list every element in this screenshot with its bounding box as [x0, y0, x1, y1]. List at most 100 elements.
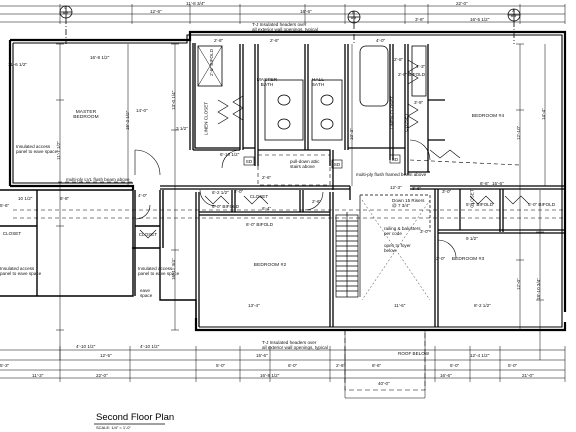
dim-bifold-5: 5'-0" BIFOLD	[466, 202, 494, 207]
dim-bot-i: 5'-0"	[450, 363, 460, 368]
drawing-title: Second Floor Plan	[96, 412, 175, 423]
dim-d5: 6'-8"	[60, 196, 70, 201]
dim-top-g: 16'-5 1/2"	[470, 17, 490, 22]
dim-bot-overall-r: 16'-6"	[440, 373, 452, 378]
dim-bot-f: 8'-6"	[372, 363, 382, 368]
note-attic-access-2: Insulated access panel to eave space	[0, 266, 42, 276]
dim-bot-b: 4'-10 1/2"	[140, 344, 160, 349]
room-closet-right: CLOSET	[403, 113, 409, 132]
room-closet-mid: CLOSET	[249, 194, 269, 199]
dim-bot-h: 6'-0"	[288, 363, 298, 368]
note-eave-space: eave space	[140, 288, 153, 298]
dim-bot-k: 2'-6"	[336, 363, 346, 368]
note-pulldown: pull-down attic stairs above	[290, 159, 320, 169]
room-linen-closet-1: LINEN CLOSET	[203, 101, 209, 136]
dim-bifold-4: 6'-0" BIFOLD	[246, 222, 274, 227]
interior-walls	[160, 40, 565, 327]
dim-v3: 13'-0 1/4"	[171, 90, 176, 110]
dim-v7: 12'-0"	[516, 278, 521, 290]
dim-top-b: 12'-6"	[150, 9, 162, 14]
dim-d9: 2'-0"	[234, 189, 244, 194]
dim-top-e: 4'-0"	[376, 38, 386, 43]
dim-bot-overall-m: 16'-8 1/2"	[260, 373, 280, 378]
dim-d11: 2'-6"	[312, 199, 322, 204]
roof-below-outline	[344, 330, 426, 391]
dim-d14: 3'-0"	[420, 229, 430, 234]
dim-d1: 3 1/2"	[176, 126, 188, 131]
dim-d21: 9 1/2"	[466, 236, 478, 241]
dim-d23: 4'-3"	[416, 64, 426, 69]
note-attic-access-1: Insulated access panel to eave space	[16, 144, 58, 154]
note-sd-1: SD	[245, 159, 253, 164]
dim-bot-j: 5'-0"	[508, 363, 518, 368]
dim-d4: 14'-0"	[136, 108, 148, 113]
note-sd-2: SD	[333, 162, 341, 167]
dim-d22: 6'-4"	[262, 206, 272, 211]
section-marker-c: C A-3	[62, 6, 69, 15]
dim-d12: 12'-3"	[390, 185, 402, 190]
dim-d3: 5'-6"	[0, 203, 10, 208]
dimension-lines	[0, 4, 566, 399]
dim-bot-c: 15'-6"	[256, 353, 268, 358]
bifold-doors	[139, 59, 530, 239]
dim-bifold-1: 2'-6" BIFOLD	[209, 48, 215, 77]
note-sd-3: SD	[391, 157, 399, 162]
room-master-bath: MASTER BATH	[256, 78, 278, 88]
section-marker-circles	[59, 5, 521, 44]
dim-bot-g: 5'-0"	[216, 363, 226, 368]
dim-bot-overall-l: 22'-0"	[96, 373, 108, 378]
dim-v9: 18'-10 3/4"	[536, 278, 541, 300]
dim-bot-d: 12'-5"	[100, 353, 112, 358]
section-marker-b: B A-3	[350, 11, 357, 20]
dim-v2: 11'-7 1/2"	[56, 140, 61, 160]
dim-d20: 15'-6"	[492, 181, 504, 186]
smoke-detectors	[243, 154, 401, 169]
dim-bot-mid: 40'-0"	[378, 381, 390, 386]
room-master-bedroom: MASTER BEDROOM	[73, 110, 99, 120]
stair	[335, 194, 431, 301]
dim-top-d: 2'-6"	[270, 38, 280, 43]
dim-v1: 15'-2 1/2"	[125, 110, 130, 130]
dim-bifold-3: 6'-0" BIFOLD	[212, 204, 240, 209]
room-linen-closet-2: LINEN CLOSET	[389, 95, 395, 130]
dim-d18: 13'-4"	[248, 303, 260, 308]
dim-top-mid: 16'-8 1/2"	[90, 55, 110, 60]
dim-d15: 3'-0"	[442, 189, 452, 194]
note-headers-top: T-J Insulated headers over all exterior …	[252, 22, 318, 32]
room-bedroom-4: BEDROOM #4	[471, 114, 505, 119]
note-roof-below: ROOF BELOW	[398, 351, 430, 356]
dim-v8: 14'-4"	[541, 108, 546, 120]
dim-d8: 2'-6"	[262, 175, 272, 180]
dim-bifold-6: 5'-0" BIFOLD	[528, 202, 556, 207]
dim-d24: 3'-9"	[414, 100, 424, 105]
dim-top-f: 3'-6"	[415, 17, 425, 22]
room-bedroom-3: BEDROOM #3	[451, 257, 485, 262]
dim-bot-e: 12'-4 1/2"	[470, 353, 490, 358]
note-railing: railing & balusters per code	[384, 226, 421, 236]
dim-top-c: 2'-8"	[214, 38, 224, 43]
dim-v6: 12'-10"	[516, 125, 521, 140]
note-open-below: open to foyer below	[384, 243, 411, 253]
dim-d17: 8'-2 1/2"	[474, 303, 491, 308]
note-down-risers: Down 15 Risers @ 7 3/4"	[392, 198, 425, 208]
note-lvl-beam: multi-ply LVL flush beam above	[66, 177, 130, 182]
bath-fixtures	[197, 45, 427, 141]
dim-d10: 6'-2 1/2"	[212, 190, 229, 195]
dim-v5: 10'-3"	[349, 128, 354, 140]
dim-v4: 16'-11 3/4"	[171, 258, 176, 280]
section-marker-a: A A-3	[510, 9, 517, 18]
note-headers-bottom: T-J Insulated headers over all exterior …	[262, 340, 328, 350]
beam-lines	[13, 154, 565, 219]
dim-bot-l: 5'-3"	[0, 363, 10, 368]
room-closet-left: CLOSET	[2, 231, 22, 236]
note-flush-beam-right: multi-ply flush framed beam above	[356, 172, 427, 177]
left-eave-walls	[0, 189, 197, 318]
dim-top-h: 2'-8"	[394, 57, 404, 62]
dim-top-overall-left: 11'-8 3/4"	[186, 1, 206, 6]
drawing-scale: SCALE: 1/4" = 1'-0"	[96, 425, 131, 430]
room-closet-center: CLOSET	[138, 232, 158, 237]
dim-d7: 6'-10 1/2"	[220, 152, 240, 157]
dim-bot-overall-rr: 21'-0"	[522, 373, 534, 378]
room-bedroom-2: BEDROOM #2	[253, 263, 287, 268]
